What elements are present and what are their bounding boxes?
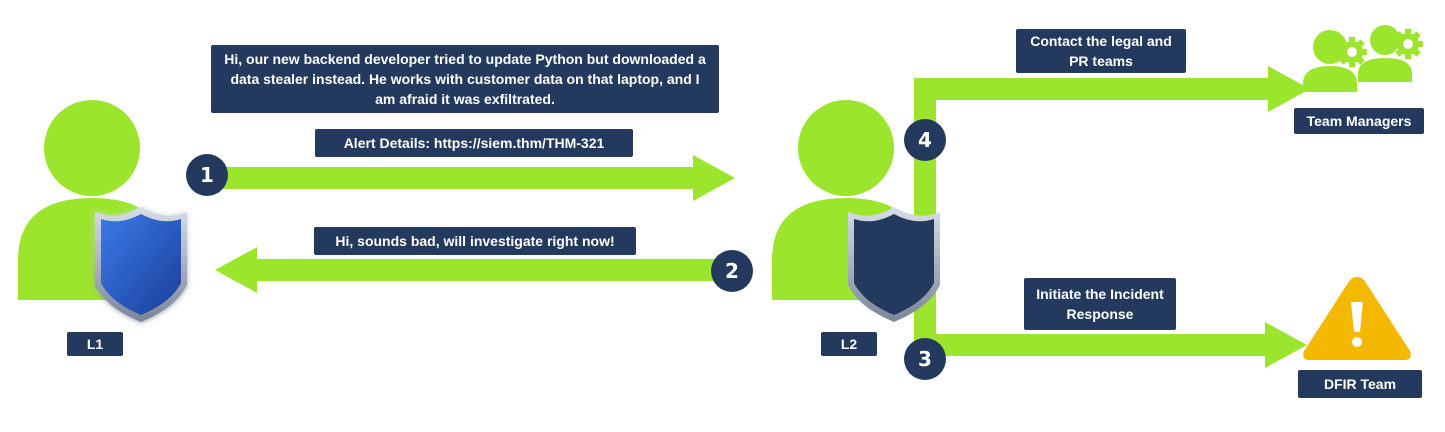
arrow-4 — [914, 66, 1310, 303]
step-2-badge: 2 — [711, 250, 753, 292]
alert-details-message: Alert Details: https://siem.thm/THM-321 — [315, 129, 633, 157]
step-3-badge: 3 — [904, 338, 946, 380]
l1-role-label: L1 — [67, 332, 123, 356]
initiate-incident-message: Initiate the Incident Response — [1024, 278, 1176, 330]
reply-message: Hi, sounds bad, will investigate right n… — [314, 227, 636, 255]
team-managers-label: Team Managers — [1294, 108, 1424, 134]
arrow-2 — [215, 247, 735, 293]
team-managers-icon — [1303, 25, 1423, 92]
dfir-team-label: DFIR Team — [1298, 370, 1422, 398]
step-4-badge: 4 — [904, 119, 946, 161]
arrow-1 — [207, 155, 735, 201]
step-1-badge: 1 — [186, 154, 228, 196]
report-message: Hi, our new backend developer tried to u… — [211, 45, 719, 113]
l2-role-label: L2 — [821, 332, 877, 356]
l1-shield-icon — [95, 207, 187, 322]
warning-icon — [1303, 277, 1411, 360]
l2-shield-icon — [848, 207, 940, 322]
contact-legal-message: Contact the legal and PR teams — [1016, 29, 1186, 73]
